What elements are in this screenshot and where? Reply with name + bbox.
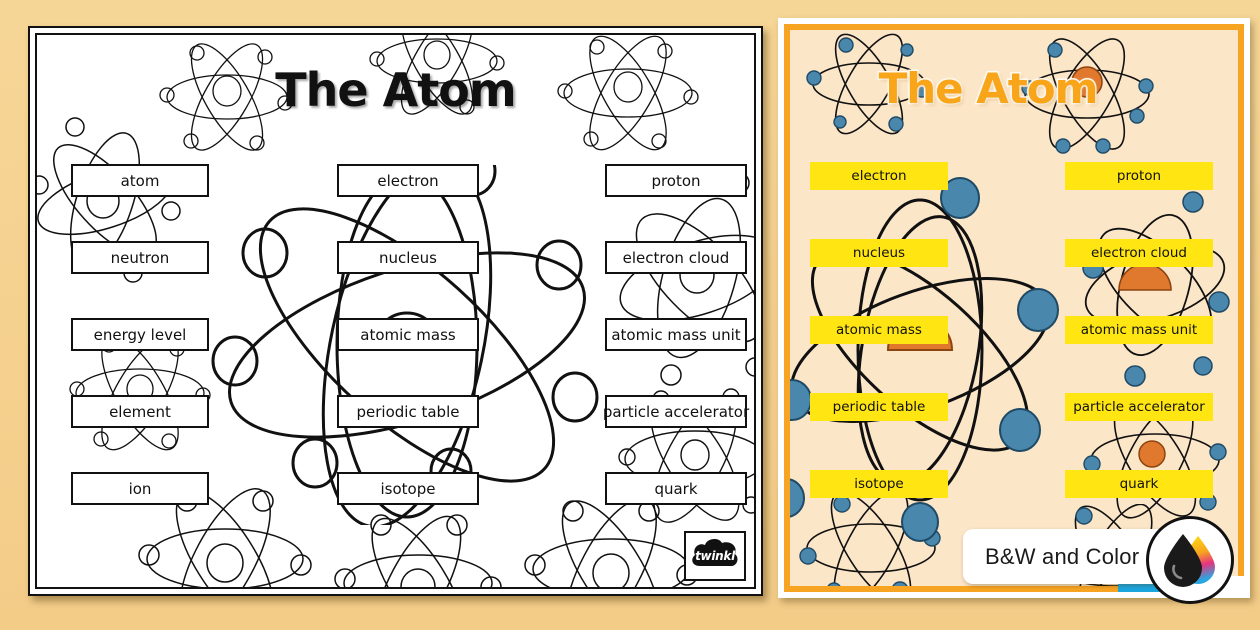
bw-label-element[interactable]: element: [71, 395, 209, 428]
decorative-atom-color-bottomleft: [799, 490, 941, 586]
decorative-atom-color-midright: [1082, 191, 1230, 387]
bw-label-isotope[interactable]: isotope: [337, 472, 479, 505]
bw-label-atom[interactable]: atom: [71, 164, 209, 197]
color-label-nucleus[interactable]: nucleus: [810, 239, 948, 267]
color-label-proton[interactable]: proton: [1065, 162, 1213, 190]
bw-label-energy-level[interactable]: energy level: [71, 318, 209, 351]
color-label-periodic-table[interactable]: periodic table: [810, 393, 948, 421]
bw-label-quark[interactable]: quark: [605, 472, 747, 505]
bw-label-proton[interactable]: proton: [605, 164, 747, 197]
bw-label-electron-cloud[interactable]: electron cloud: [605, 241, 747, 274]
decorative-atom-bw-bottom-right: [524, 497, 698, 587]
twinkl-logo: twinkl: [684, 531, 746, 581]
decorative-atom-bw-top-left: [159, 43, 293, 151]
decorative-atom-color-topright: [1021, 38, 1154, 154]
color-label-particle-accelerator[interactable]: particle accelerator: [1065, 393, 1213, 421]
color-worksheet-page[interactable]: The Atom electron nucleus atomic mass pe…: [778, 18, 1250, 598]
bw-label-neutron[interactable]: neutron: [71, 241, 209, 274]
bw-page-title: The Atom: [275, 63, 516, 117]
bw-label-ion[interactable]: ion: [71, 472, 209, 505]
decorative-atom-bw-top-center: [369, 35, 505, 115]
ink-drop-badge-circle: [1146, 516, 1234, 604]
bw-label-periodic-table[interactable]: periodic table: [337, 395, 479, 428]
bw-and-color-label: B&W and Color: [985, 543, 1140, 569]
color-label-electron-cloud[interactable]: electron cloud: [1065, 239, 1213, 267]
color-label-isotope[interactable]: isotope: [810, 470, 948, 498]
ink-drop-icon: [1164, 534, 1215, 587]
decorative-atom-bw-bottom-center: [334, 514, 502, 587]
bw-page-inner: The Atom atom neutron energy level eleme…: [35, 33, 756, 589]
color-label-quark[interactable]: quark: [1065, 470, 1213, 498]
color-page-title: The Atom: [877, 63, 1100, 115]
decorative-atom-color-topleft: [806, 33, 930, 135]
color-label-electron[interactable]: electron: [810, 162, 948, 190]
bw-label-nucleus[interactable]: nucleus: [337, 241, 479, 274]
bw-worksheet-page[interactable]: The Atom atom neutron energy level eleme…: [28, 26, 763, 596]
bw-label-particle-accelerator[interactable]: particle accelerator: [603, 395, 749, 428]
color-label-atomic-mass-unit[interactable]: atomic mass unit: [1065, 316, 1213, 344]
twinkl-cloud-icon: [692, 539, 738, 567]
bw-label-atomic-mass-unit[interactable]: atomic mass unit: [605, 318, 747, 351]
color-label-atomic-mass[interactable]: atomic mass: [810, 316, 948, 344]
bw-label-atomic-mass[interactable]: atomic mass: [337, 318, 479, 351]
bw-label-electron[interactable]: electron: [337, 164, 479, 197]
decorative-atom-bw-top-right: [557, 35, 699, 151]
decorative-atom-bw-right-mid: [614, 172, 754, 386]
twinkl-wordmark: twinkl: [695, 549, 735, 563]
color-page-inner: The Atom electron nucleus atomic mass pe…: [784, 24, 1244, 592]
